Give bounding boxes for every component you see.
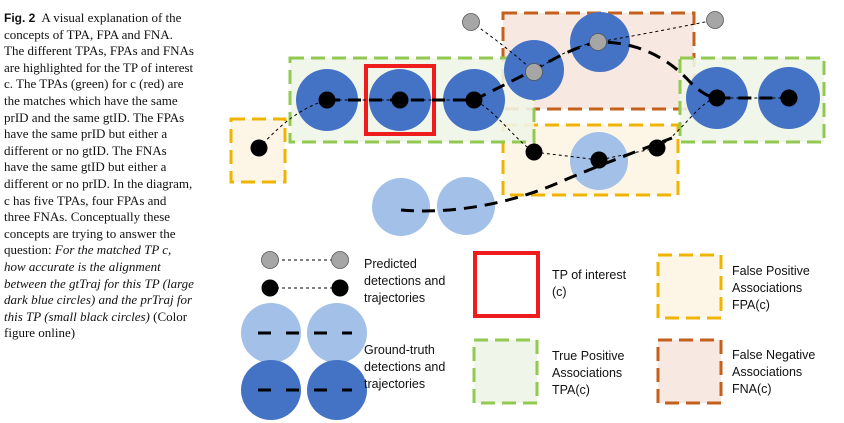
legend-pred-gray-icon xyxy=(261,251,279,269)
pred-detection xyxy=(250,139,268,157)
pred-detection xyxy=(525,143,543,161)
gt-detection-light xyxy=(372,178,430,236)
pred-trajectory-top xyxy=(470,19,716,73)
legend-tpa-icon xyxy=(472,338,539,405)
legend-ground-truth-label: Ground-truth detections and trajectories xyxy=(364,343,446,391)
pred-detection xyxy=(318,91,336,109)
pred-detection xyxy=(780,89,798,107)
fpa-region-left xyxy=(229,117,287,184)
pred-detection xyxy=(465,91,483,109)
legend-tp-icon xyxy=(473,251,540,318)
pred-detection xyxy=(648,139,666,157)
pred-trajectory-main xyxy=(258,97,789,161)
legend-pred-black-icon xyxy=(331,279,349,297)
legend-tp-label: TP of interest (c) xyxy=(552,268,627,299)
caption-note: (Color figure online) xyxy=(4,308,188,341)
legend-fpa-label: False Positive Associations FPA(c) xyxy=(732,264,810,312)
caption-text: A visual explanation of the concepts of … xyxy=(4,10,194,258)
legend-tpa-label: True Positive Associations TPA(c) xyxy=(552,349,625,397)
legend-gt-light-icon xyxy=(307,303,367,363)
legend-fpa-icon xyxy=(656,253,723,320)
pred-detection-gray xyxy=(589,33,607,51)
pred-detection xyxy=(590,151,608,169)
legend-gt-dark-icon xyxy=(307,360,367,420)
pred-detection-gray xyxy=(525,63,543,81)
legend-pred-gray-icon xyxy=(331,251,349,269)
figure-label: Fig. 2 xyxy=(4,11,36,25)
gt-trajectory-lower xyxy=(400,136,673,213)
pred-detection xyxy=(391,91,409,109)
legend-fna-label: False Negative Associations FNA(c) xyxy=(732,348,816,396)
pred-detection xyxy=(708,89,726,107)
pred-detection-gray xyxy=(462,13,480,31)
gt-detection-light xyxy=(437,177,495,235)
caption-question: For the matched TP c, how accurate is th… xyxy=(4,242,194,324)
pred-detection-gray xyxy=(706,11,724,29)
legend-pred-black-icon xyxy=(261,279,279,297)
legend-predicted-label: Predicted detections and trajectories xyxy=(364,257,446,305)
legend-fna-icon xyxy=(656,338,723,405)
